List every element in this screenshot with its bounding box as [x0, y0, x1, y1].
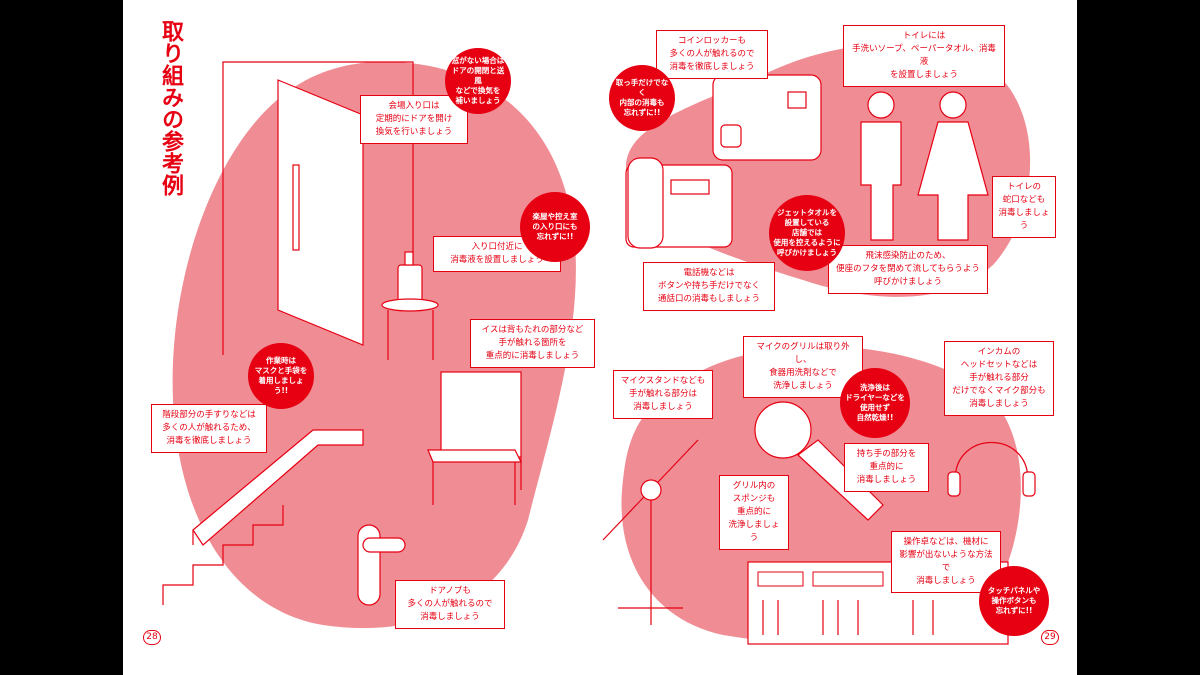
note-sponge: グリル内の スポンジも 重点的に 洗浄しましょう — [719, 475, 789, 550]
page-title: 取り組みの参考例 — [158, 20, 183, 196]
microphone-handle — [797, 439, 884, 521]
chair-back — [440, 371, 522, 458]
bubble-mask: 作業時は マスクと手袋を 着用しましょう!! — [248, 343, 314, 409]
stairs — [162, 505, 284, 605]
bubble-touch-panel: タッチパネルや 操作ボタンも 忘れずに!! — [979, 566, 1049, 636]
note-faucet: トイレの 蛇口なども 消毒しましょう — [992, 176, 1056, 238]
note-grip: 持ち手の部分を 重点的に 消毒しましょう — [844, 443, 929, 492]
woman-icon — [939, 91, 967, 119]
note-mic-stand: マイクスタンドなども 手が触れる部分は 消毒しましょう — [613, 370, 713, 419]
bubble-backstage: 楽屋や控え室 の入り口にも 忘れずに!! — [520, 192, 590, 262]
chair-seat — [427, 449, 522, 463]
note-doorknob: ドアノブも 多くの人が触れるので 消毒しましょう — [395, 580, 505, 629]
door-knob-lever — [362, 537, 406, 553]
note-toilet-lid: 飛沫感染防止のため、 便座のフタを閉めて流してもらうよう 呼びかけましょう — [828, 245, 988, 294]
door — [277, 79, 364, 346]
note-locker: コインロッカーも 多くの人が触れるので 消毒を徹底しましょう — [656, 30, 768, 79]
microphone-head — [754, 401, 812, 459]
bubble-jet-towel: ジェットタオルを 設置している 店舗では 使用を控えるように 呼びかけましょう — [769, 195, 845, 271]
illustration — [162, 43, 1036, 645]
door-handle-bar — [292, 164, 300, 251]
bubble-handle: 取っ手だけでなく 内部の消毒も 忘れずに!! — [609, 65, 675, 131]
spread-page: 取り組みの参考例 会場入り口は 定期的にドアを開け 換気を行いましょう 入り口付… — [123, 0, 1077, 675]
note-phone: 電話機などは ボタンや持ち手だけでなく 通話口の消毒もしましょう — [643, 262, 775, 311]
side-table-top — [381, 298, 439, 312]
man-icon — [867, 91, 895, 119]
note-chair: イスは背もたれの部分など 手が触れる箇所を 重点的に消毒しましょう — [470, 319, 595, 368]
handrail — [192, 429, 364, 546]
page-number-right: 29 — [1041, 630, 1059, 645]
note-toilet: トイレには 手洗いソープ、ペーパータオル、消毒液 を設置しましょう — [843, 25, 1005, 87]
note-headset: インカムの ヘッドセットなどは 手が触れる部分 だけでなくマイク部分も 消毒しま… — [944, 341, 1054, 416]
bubble-ventilation: 窓がない場合は ドアの開閉と送風 などで換気を 補いましょう — [445, 48, 511, 114]
door-plate — [357, 524, 381, 606]
headset-icon — [954, 441, 1029, 481]
note-console: 操作卓などは、機材に 影響が出ないような方法で 消毒しましょう — [891, 531, 1001, 593]
door-frame — [222, 61, 414, 355]
page-number-left: 28 — [143, 630, 161, 645]
left-blob — [172, 61, 576, 629]
bubble-dryer: 洗浄後は ドライヤーなどを 使用せず 自然乾燥!! — [840, 368, 910, 438]
note-stairs: 階段部分の手すりなどは 多くの人が触れるため、 消毒を徹底しましょう — [151, 404, 267, 453]
